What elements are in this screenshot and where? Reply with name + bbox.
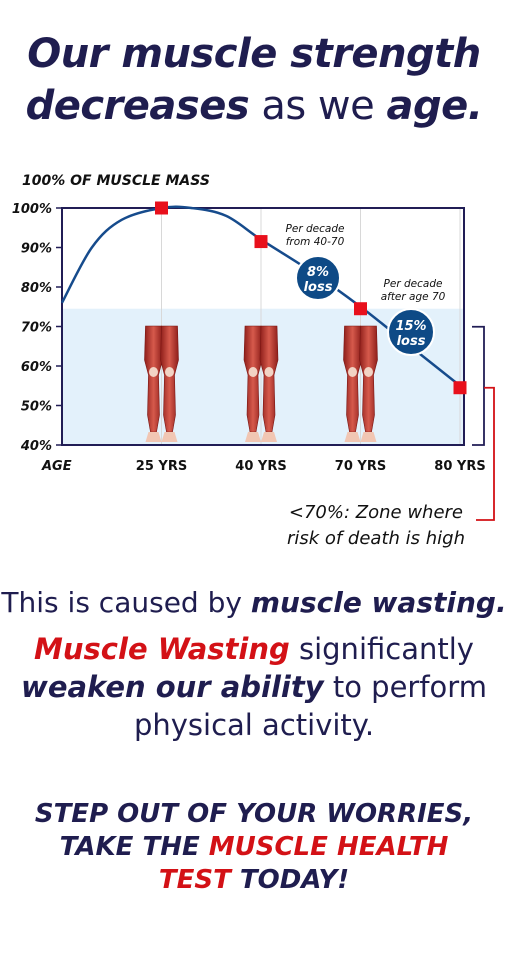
y-tick-label: 80% — [21, 281, 52, 296]
foot-shape — [245, 432, 261, 442]
zone-bracket-red — [476, 386, 495, 521]
muscle-mass-chart: 100% OF MUSCLE MASS 100% 90% 80% 70% 60% 50% 4… — [12, 173, 495, 549]
x-tick-label: 40 YRS — [235, 459, 286, 474]
y-tick-label: 40% — [20, 439, 52, 454]
data-marker — [155, 201, 168, 215]
headline-line-1: Our muscle strength — [0, 28, 508, 80]
annotation-caption: from 40-70 — [286, 236, 345, 248]
knee-shape — [364, 367, 373, 377]
foot-shape — [261, 432, 277, 442]
headline-connector: as we — [249, 83, 387, 129]
effect-text-2: to perform — [323, 670, 487, 704]
loss-badge-percent: 8% — [307, 265, 329, 280]
leg-muscle-icon — [343, 325, 378, 442]
headline-text-1: Our muscle strength — [27, 31, 481, 77]
foot-shape — [344, 432, 361, 442]
muscle-wasting-emphasis: Muscle Wasting — [34, 632, 290, 666]
x-axis-ticks: AGE 25 YRS 40 YRS 70 YRS 80 YRS — [41, 459, 486, 474]
cta-muscle-health: MUSCLE HEALTH — [208, 832, 449, 862]
knee-shape — [165, 367, 174, 377]
cta-today: TODAY! — [230, 865, 350, 895]
leg-muscle-illustrations — [144, 325, 378, 442]
leg-muscle-icon — [243, 325, 279, 442]
zone-note-line-2: risk of death is high — [287, 528, 465, 549]
loss-badge-percent: 15% — [395, 319, 426, 334]
data-markers — [155, 201, 467, 395]
cause-emphasis: muscle wasting. — [250, 586, 507, 619]
annotation-caption: after age 70 — [381, 291, 446, 303]
chart-title: 100% OF MUSCLE MASS — [22, 173, 210, 189]
loss-badge — [295, 255, 341, 301]
x-axis-label: AGE — [41, 459, 72, 474]
knee-shape — [348, 367, 357, 377]
annotation-caption: Per decade — [286, 223, 345, 235]
leg-muscle-icon — [144, 325, 179, 442]
effect-paragraph: Muscle Wasting significantly weaken our … — [0, 630, 508, 744]
foot-shape — [360, 432, 377, 442]
data-marker — [453, 381, 467, 395]
cause-text: This is caused by — [1, 586, 251, 619]
effect-line-3: physical activity. — [0, 706, 508, 744]
effect-text-1: significantly — [289, 632, 474, 666]
cta-test: TEST — [158, 865, 231, 895]
cta-line-3: TEST TODAY! — [0, 864, 508, 897]
cta-line-1: STEP OUT OF YOUR WORRIES, — [34, 799, 474, 829]
y-tick-label: 50% — [21, 400, 52, 415]
y-tick-label: 100% — [12, 202, 52, 217]
headline: Our muscle strength decreases as we age. — [0, 28, 508, 132]
x-tick-label: 25 YRS — [136, 459, 187, 474]
headline-emphasis-decreases: decreases — [25, 83, 250, 129]
loss-badge-label: loss — [304, 280, 333, 295]
effect-line-1: Muscle Wasting significantly — [0, 630, 508, 668]
cta-line-2: TAKE THE MUSCLE HEALTH — [0, 831, 508, 864]
y-tick-label: 90% — [21, 242, 52, 257]
zone-note: <70%: Zone where risk of death is high — [287, 502, 465, 549]
loss-badge — [387, 308, 435, 356]
x-tick-label: 70 YRS — [335, 459, 386, 474]
y-tick-label: 70% — [21, 321, 52, 336]
knee-shape — [248, 367, 258, 377]
data-marker — [354, 302, 367, 316]
effect-text-3: physical activity. — [133, 708, 375, 742]
loss-badge-label: loss — [397, 334, 426, 349]
knee-shape — [264, 367, 274, 377]
zone-note-line-1: <70%: Zone where — [289, 502, 463, 523]
foot-shape — [145, 432, 162, 442]
headline-line-2: decreases as we age. — [0, 80, 508, 132]
strength-curve-line — [60, 205, 461, 387]
x-tick-label: 80 YRS — [434, 459, 485, 474]
effect-line-2: weaken our ability to perform — [0, 668, 508, 706]
knee-shape — [149, 367, 158, 377]
cause-paragraph: This is caused by muscle wasting. — [0, 583, 508, 623]
zone-bracket-black — [472, 325, 485, 446]
y-axis-ticks: 100% 90% 80% 70% 60% 50% 40% — [12, 202, 62, 454]
annotation-caption: Per decade — [384, 278, 443, 290]
headline-emphasis-age: age. — [386, 83, 483, 129]
call-to-action: STEP OUT OF YOUR WORRIES, TAKE THE MUSCL… — [0, 798, 508, 897]
foot-shape — [161, 432, 178, 442]
y-tick-label: 60% — [21, 360, 52, 375]
data-marker — [254, 235, 268, 249]
cta-text-2: TAKE THE — [59, 832, 209, 862]
ability-emphasis: weaken our ability — [21, 670, 324, 704]
